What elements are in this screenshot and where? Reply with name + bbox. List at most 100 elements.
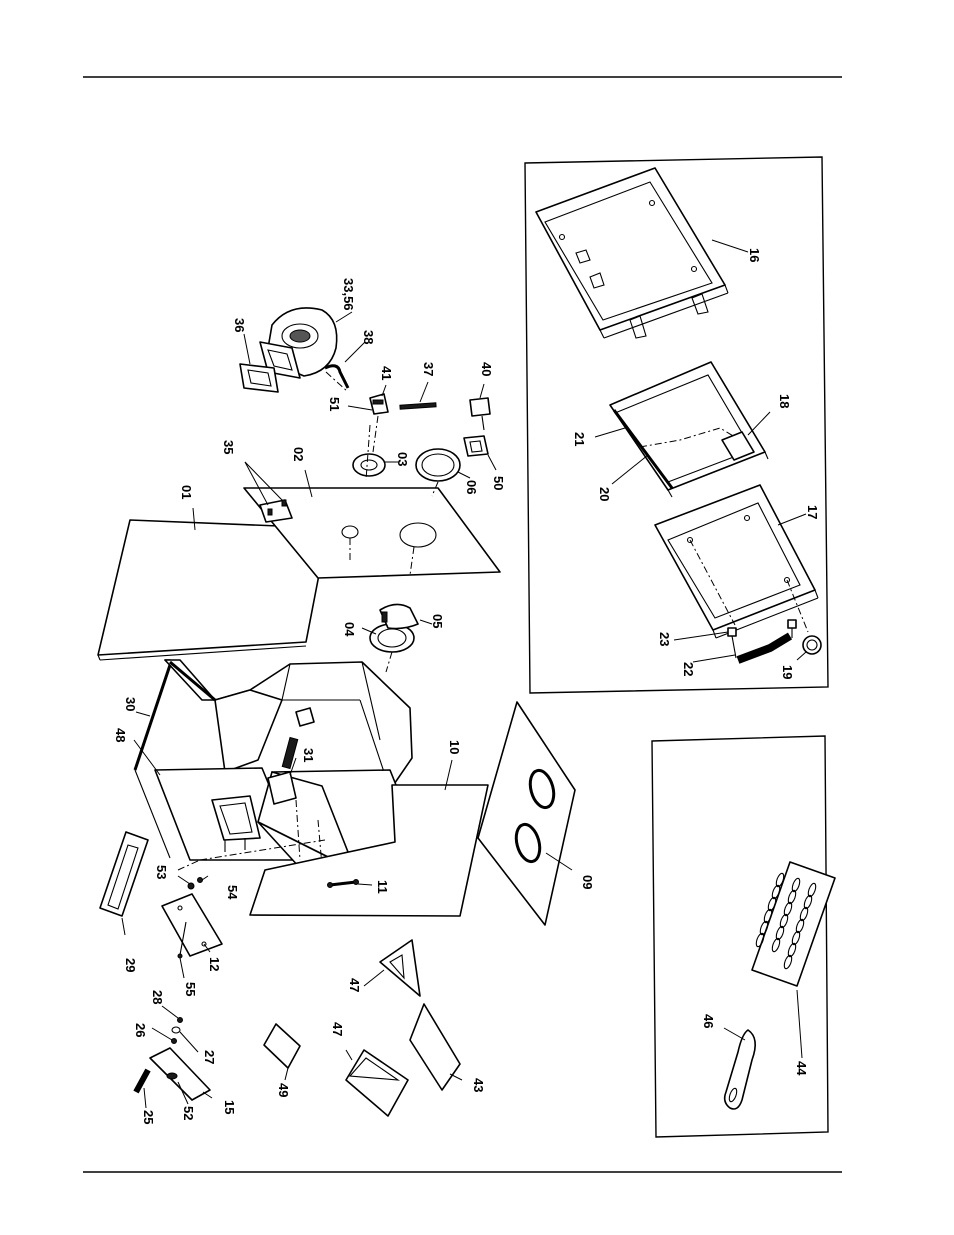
- callout-49: 49: [276, 1083, 291, 1097]
- callout-35: 35: [221, 440, 236, 454]
- ring-03: [353, 454, 385, 476]
- leader-16: [712, 240, 748, 252]
- leader-44: [797, 990, 802, 1058]
- gasket-36: [240, 364, 278, 392]
- leader-51: [348, 406, 372, 410]
- callout-15: 15: [222, 1100, 237, 1114]
- callout-50: 50: [491, 476, 506, 490]
- bracket-47-lower: [346, 1050, 408, 1116]
- callout-40: 40: [479, 362, 494, 376]
- leader-47a: [364, 970, 384, 986]
- callout-27: 27: [202, 1050, 217, 1064]
- leader-33: [336, 312, 352, 322]
- leader-22: [693, 655, 735, 662]
- leader-29: [122, 918, 125, 935]
- callout-04: 04: [342, 622, 357, 637]
- leader-47b: [346, 1050, 352, 1060]
- callout-12: 12: [207, 957, 222, 971]
- leader-17: [778, 514, 806, 525]
- leader-26: [152, 1028, 172, 1040]
- callout-09: 09: [580, 875, 595, 889]
- callout-02: 02: [291, 447, 306, 461]
- callout-19: 19: [780, 665, 795, 679]
- callout-47b: 47: [330, 1022, 345, 1036]
- rack-44: [752, 862, 835, 986]
- drawer-cover-16: [536, 168, 728, 338]
- spring-38: [325, 366, 348, 392]
- leader-21: [595, 428, 625, 437]
- callout-01: 01: [179, 485, 194, 499]
- leader-36: [244, 334, 250, 364]
- block-49: [264, 1024, 300, 1068]
- callout-51: 51: [327, 397, 342, 411]
- leader-06: [458, 472, 470, 478]
- callout-53: 53: [154, 865, 169, 879]
- callout-16: 16: [747, 248, 762, 262]
- callout-25: 25: [141, 1110, 156, 1124]
- ring-06: [416, 449, 460, 481]
- knob-19: [803, 636, 821, 654]
- flange-04-05: [370, 604, 418, 672]
- callout-22: 22: [681, 662, 696, 676]
- latch-15: [136, 1048, 210, 1100]
- callout-52: 52: [181, 1106, 196, 1120]
- callout-18: 18: [777, 394, 792, 408]
- leader-53: [178, 876, 190, 884]
- callout-26: 26: [133, 1023, 148, 1037]
- callout-41: 41: [379, 366, 394, 380]
- callout-46: 46: [701, 1014, 716, 1028]
- drawer-pan-17: [655, 485, 818, 638]
- leader-19: [797, 652, 806, 660]
- heater-37: [400, 403, 436, 410]
- leader-49: [285, 1068, 288, 1080]
- callout-37: 37: [421, 362, 436, 376]
- callout-54: 54: [225, 885, 240, 900]
- leader-20: [612, 455, 648, 484]
- bracket-47-upper: [380, 940, 420, 996]
- callout-11: 11: [375, 880, 390, 894]
- door-handle-29: [100, 832, 148, 916]
- callout-55: 55: [183, 982, 198, 996]
- washers-26-27-28: [172, 1018, 183, 1044]
- drawer-handle-22: [728, 620, 796, 660]
- callout-06: 06: [464, 480, 479, 494]
- callout-05: 05: [430, 614, 445, 628]
- callout-33-56: 33,56: [341, 278, 356, 311]
- leader-28: [162, 1006, 178, 1018]
- base-panel-09: [478, 702, 575, 925]
- leader-30: [136, 712, 150, 716]
- panel-43: [410, 1004, 460, 1090]
- leader-38: [345, 342, 365, 362]
- callout-31: 31: [301, 748, 316, 762]
- callout-47a: 47: [347, 978, 362, 992]
- tool-46: [725, 1030, 756, 1109]
- callout-38: 38: [361, 330, 376, 344]
- callout-44: 44: [794, 1061, 809, 1076]
- leader-15: [203, 1092, 212, 1098]
- callout-21: 21: [572, 432, 587, 446]
- callout-43: 43: [471, 1078, 486, 1092]
- callout-28: 28: [150, 990, 165, 1004]
- leader-46: [724, 1028, 745, 1040]
- leader-27: [180, 1032, 198, 1052]
- callout-48: 48: [113, 728, 128, 742]
- callout-20: 20: [597, 487, 612, 501]
- leader-37: [420, 382, 428, 402]
- drawer-frame-21: [610, 362, 768, 497]
- callout-17: 17: [805, 505, 820, 519]
- leader-18: [748, 412, 770, 435]
- plate-50: [464, 436, 488, 456]
- leader-25: [144, 1088, 146, 1108]
- callout-23: 23: [657, 632, 672, 646]
- switch-40: [470, 398, 490, 430]
- axis-41: [373, 416, 378, 452]
- callout-29: 29: [123, 958, 138, 972]
- callout-30: 30: [123, 697, 138, 711]
- callout-10: 10: [447, 740, 462, 754]
- bracket-41: [370, 394, 388, 414]
- callout-36: 36: [232, 318, 247, 332]
- leader-54: [202, 876, 208, 880]
- leader-50: [488, 455, 496, 470]
- leader-55: [180, 958, 184, 978]
